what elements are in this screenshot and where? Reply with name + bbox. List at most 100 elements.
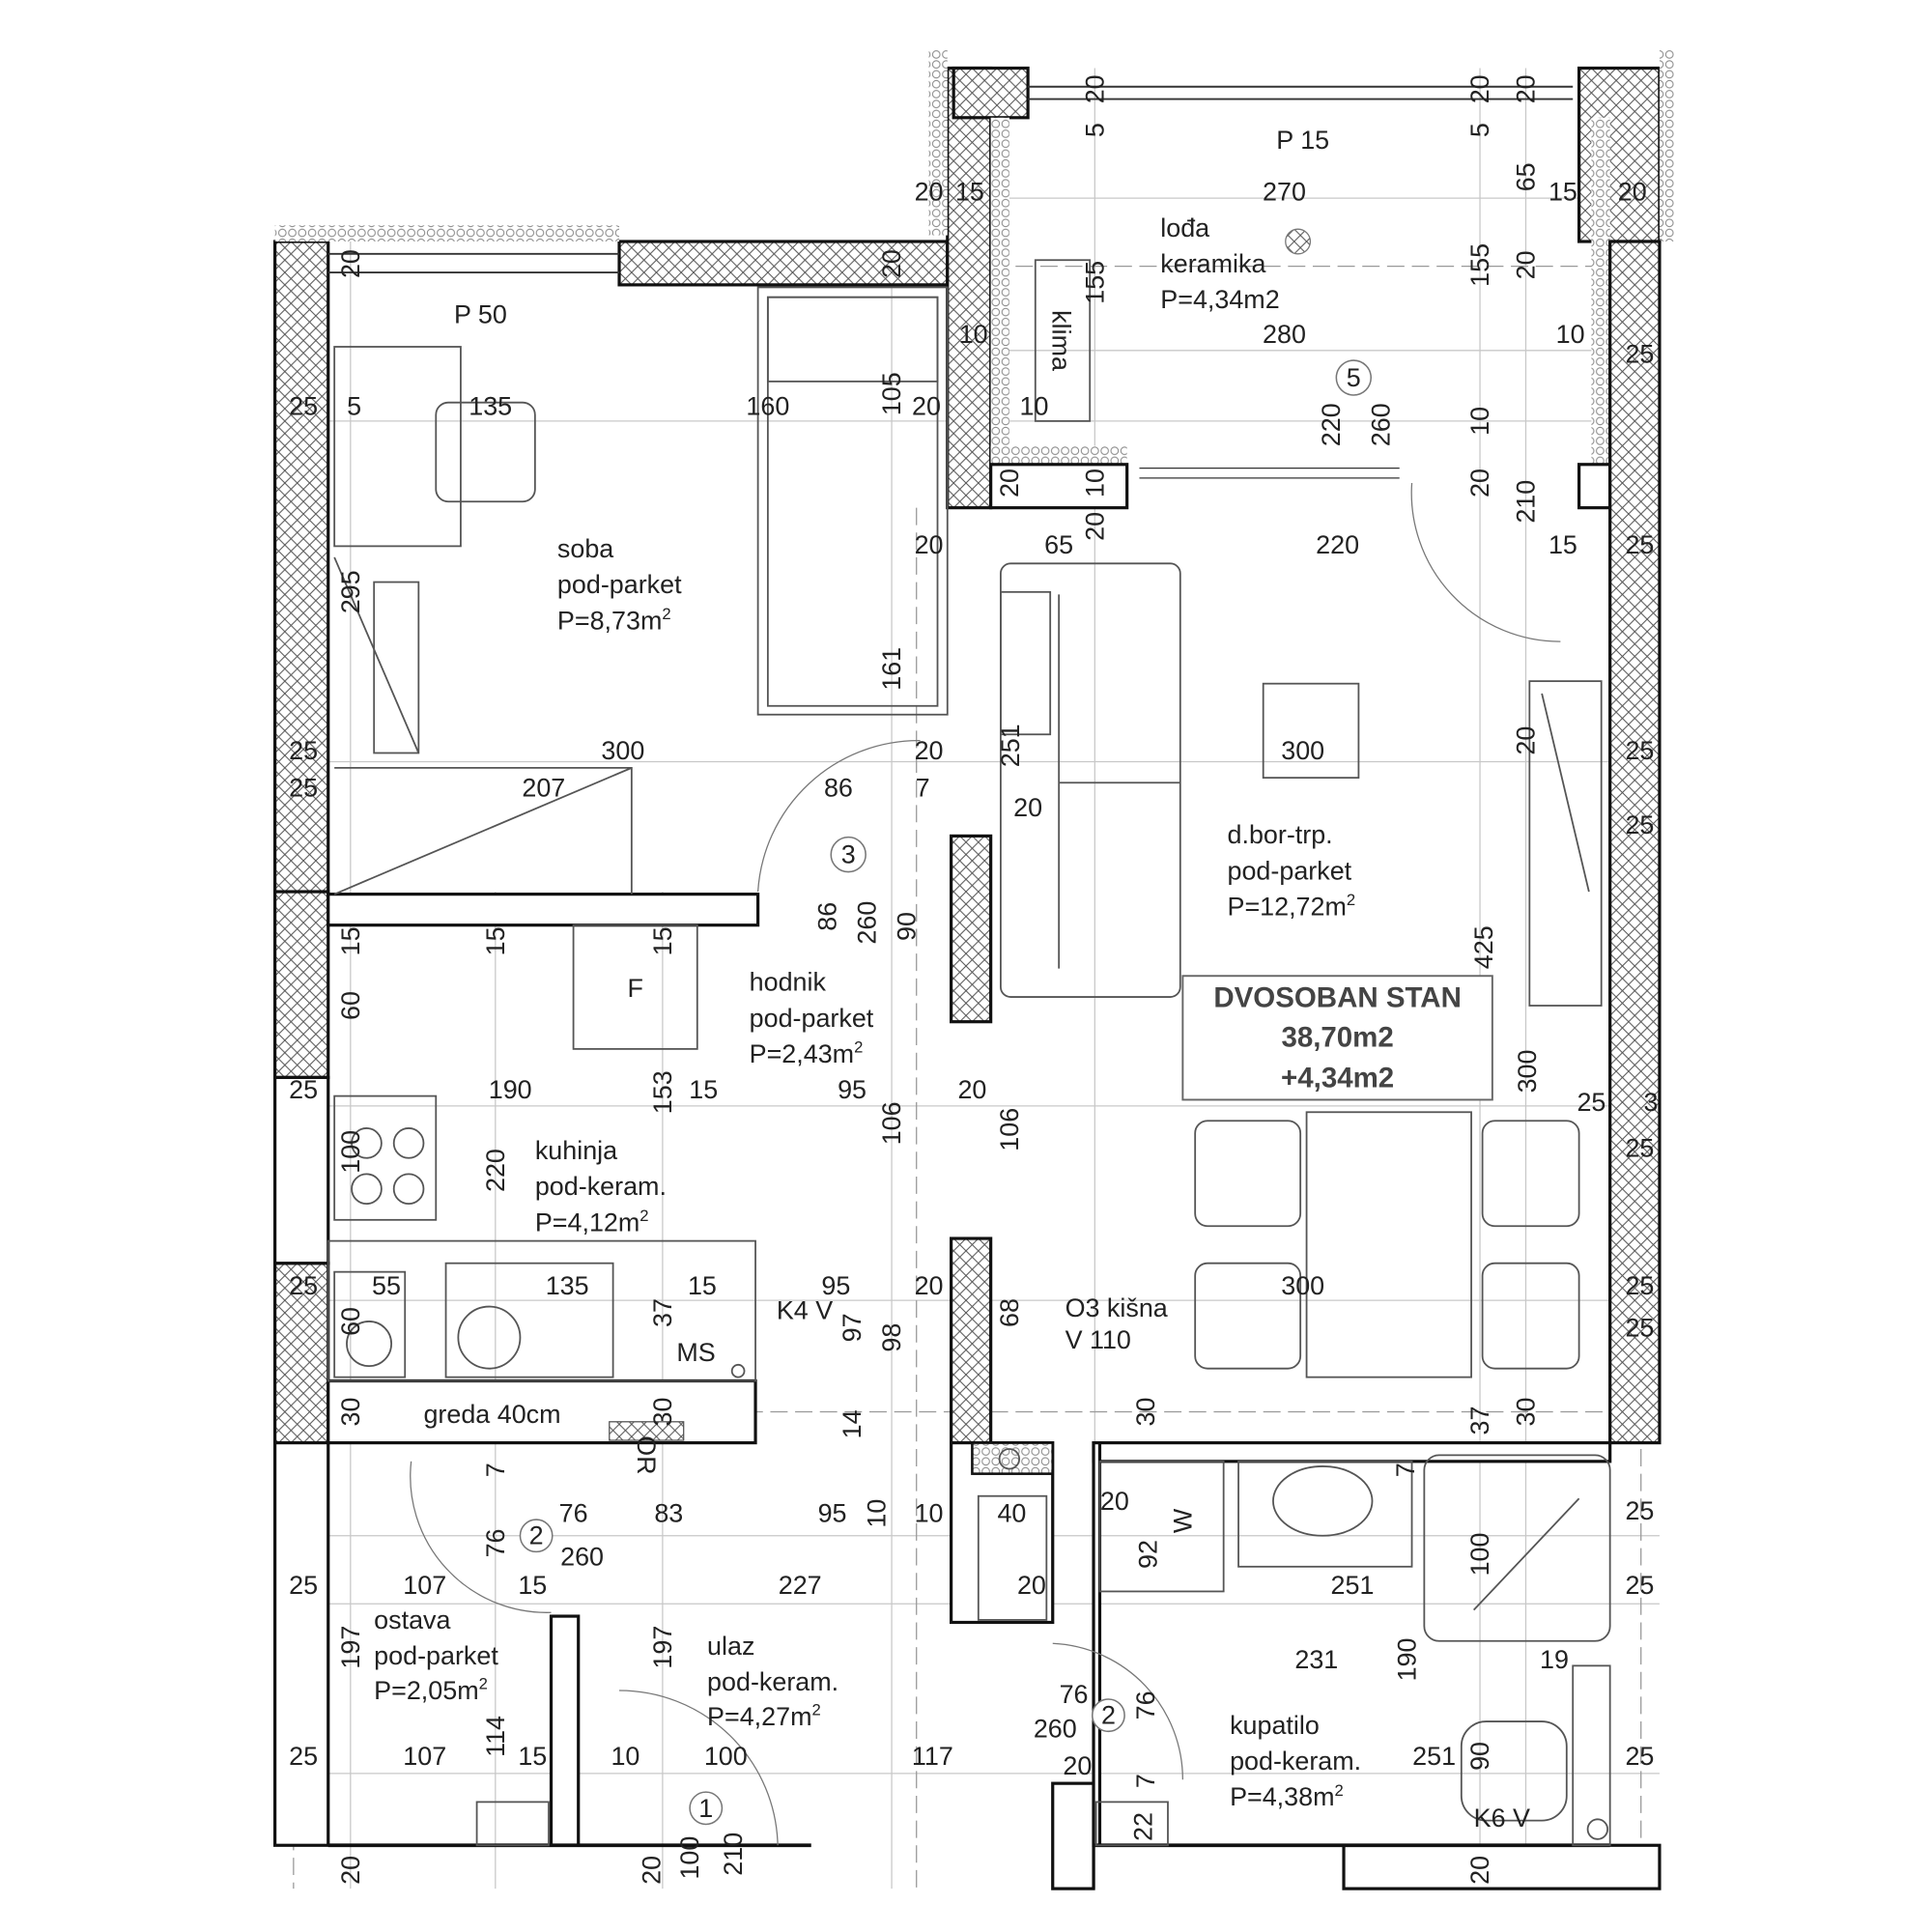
dimension-label: 160 bbox=[746, 392, 789, 421]
dimension-label: 90 bbox=[892, 912, 921, 941]
cabinet-label: OR bbox=[632, 1435, 661, 1474]
dimension-label: 20 bbox=[877, 249, 906, 278]
dimension-label: 76 bbox=[1060, 1680, 1089, 1709]
dimension-label: 7 bbox=[481, 1463, 510, 1477]
dimension-label: 30 bbox=[336, 1398, 365, 1427]
room-floor: pod-parket bbox=[374, 1641, 498, 1670]
dimension-label: 25 bbox=[1625, 1571, 1654, 1600]
dimension-label: 65 bbox=[1511, 162, 1540, 191]
washer-label: W bbox=[1168, 1508, 1197, 1533]
dimension-label: 20 bbox=[1618, 178, 1647, 207]
dimension-label: 20 bbox=[336, 1856, 365, 1885]
dimension-label: 106 bbox=[877, 1101, 906, 1145]
dimension-label: 60 bbox=[336, 1307, 365, 1336]
room-floor: pod-keram. bbox=[1230, 1747, 1361, 1776]
room-area: P=2,43m2 bbox=[750, 1038, 864, 1068]
dimension-label: 20 bbox=[915, 736, 944, 765]
dimension-label: 155 bbox=[1080, 261, 1109, 304]
dimension-label: 5 bbox=[1465, 123, 1494, 137]
dimension-label: 20 bbox=[1013, 793, 1042, 822]
dimension-label: 76 bbox=[1131, 1690, 1160, 1719]
stove-icon bbox=[333, 1094, 438, 1221]
drain-pipe-size-label: V 110 bbox=[1065, 1325, 1131, 1354]
dimension-label: 251 bbox=[996, 724, 1025, 767]
dimension-label: 10 bbox=[959, 320, 988, 349]
dimension-label: 197 bbox=[336, 1626, 365, 1669]
dimension-label: 295 bbox=[336, 570, 365, 613]
dimension-label: 25 bbox=[1625, 1271, 1654, 1300]
dimension-label: 260 bbox=[560, 1543, 604, 1572]
dimension-label: 114 bbox=[481, 1716, 510, 1757]
dimension-label: 153 bbox=[648, 1070, 677, 1114]
dimension-label: 15 bbox=[518, 1571, 547, 1600]
dimension-label: 25 bbox=[289, 392, 318, 421]
dimension-label: 7 bbox=[1131, 1774, 1160, 1788]
dimension-label: 76 bbox=[481, 1528, 510, 1557]
dimension-label: 25 bbox=[1625, 1742, 1654, 1771]
dimension-label: 100 bbox=[704, 1742, 748, 1771]
dimension-label: 210 bbox=[719, 1833, 748, 1876]
washing-machine-icon bbox=[333, 1270, 407, 1378]
dimension-label: 83 bbox=[654, 1499, 683, 1528]
dimension-label: 7 bbox=[916, 773, 930, 802]
dimension-label: 15 bbox=[336, 926, 365, 955]
dimension-label: 15 bbox=[689, 1075, 718, 1104]
dimension-label: 220 bbox=[481, 1149, 510, 1192]
dimension-label: 25 bbox=[289, 773, 318, 802]
dimension-label: 20 bbox=[1080, 512, 1109, 541]
dimension-label: 86 bbox=[812, 902, 841, 931]
room-name: soba bbox=[557, 534, 613, 563]
summary-area: 38,70m2 bbox=[1281, 1021, 1393, 1053]
ac-label: klima bbox=[1047, 310, 1076, 371]
dimension-label: 300 bbox=[1281, 736, 1324, 765]
window-label: P 15 bbox=[1276, 126, 1329, 155]
room-floor: pod-keram. bbox=[535, 1172, 667, 1201]
dimension-label: 20 bbox=[1511, 250, 1540, 279]
dimension-label: 7 bbox=[1391, 1463, 1420, 1477]
dimension-label: 300 bbox=[1513, 1050, 1542, 1094]
dimension-label: 25 bbox=[1625, 1133, 1654, 1162]
dimension-label: 30 bbox=[648, 1398, 677, 1427]
room-name: hodnik bbox=[750, 968, 827, 997]
dimension-label: 5 bbox=[347, 392, 361, 421]
dimension-label: 117 bbox=[912, 1742, 953, 1771]
dimension-label: 227 bbox=[779, 1571, 822, 1600]
room-name: ulaz bbox=[707, 1632, 754, 1661]
dimension-label: 251 bbox=[1331, 1571, 1375, 1600]
dimension-label: 260 bbox=[852, 901, 881, 945]
apartment-summary: DVOSOBAN STAN 38,70m2 +4,34m2 bbox=[1181, 975, 1493, 1101]
room-name: d.bor-trp. bbox=[1228, 820, 1333, 849]
drain-pipe-label: O3 kišna bbox=[1065, 1293, 1168, 1322]
dimension-label: 20 bbox=[1511, 74, 1540, 103]
dimension-label: 10 bbox=[1465, 407, 1494, 436]
room-area: P=4,12m2 bbox=[535, 1207, 649, 1236]
dimension-label: 100 bbox=[675, 1836, 704, 1880]
dimension-label: 15 bbox=[688, 1271, 717, 1300]
room-floor: pod-parket bbox=[557, 570, 682, 599]
dimension-label: 210 bbox=[1511, 480, 1540, 524]
room-area: P=4,27m2 bbox=[707, 1701, 821, 1731]
dimension-label: 95 bbox=[838, 1075, 867, 1104]
vertical-pipe-label: K6 V bbox=[1474, 1804, 1530, 1833]
room-name: lođa bbox=[1160, 213, 1209, 242]
room-floor: pod-parket bbox=[1228, 856, 1352, 885]
dimension-label: 37 bbox=[648, 1298, 677, 1327]
dimension-label: 98 bbox=[877, 1323, 906, 1352]
dimension-label: 37 bbox=[1465, 1406, 1494, 1435]
dimension-label: 100 bbox=[336, 1130, 365, 1174]
dimension-label: 25 bbox=[1625, 530, 1654, 559]
dimension-label: 190 bbox=[1392, 1637, 1421, 1681]
dimension-label: 10 bbox=[611, 1742, 639, 1771]
room-area: P=4,38m2 bbox=[1230, 1781, 1344, 1811]
dimension-label: 231 bbox=[1294, 1645, 1338, 1674]
dimension-label: 20 bbox=[1465, 1856, 1494, 1885]
dimension-label: 20 bbox=[1017, 1571, 1046, 1600]
dimension-label: 15 bbox=[1548, 530, 1577, 559]
dimension-label: 25 bbox=[1625, 810, 1654, 839]
dimension-label: 15 bbox=[955, 178, 984, 207]
dimension-label: 425 bbox=[1469, 925, 1498, 969]
shower-icon bbox=[1423, 1454, 1611, 1642]
dimension-label: 10 bbox=[1020, 392, 1049, 421]
